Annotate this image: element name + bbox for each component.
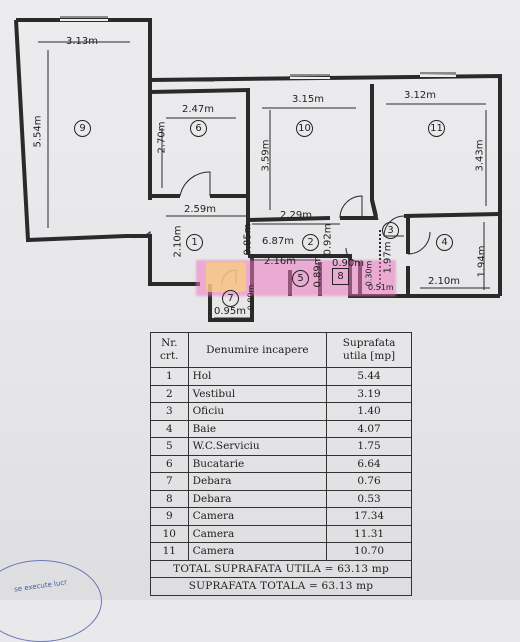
dim-label-room6-width: 2.47m <box>182 104 215 115</box>
dim-label-090: 0.90m <box>332 258 365 269</box>
row-nr: 3 <box>150 402 189 421</box>
room-11-walls <box>370 199 501 218</box>
row-area: 1.40 <box>326 402 412 421</box>
row-nr: 6 <box>150 454 189 473</box>
row-name: Vestibul <box>187 384 328 403</box>
room-number-6: 6 <box>190 120 207 137</box>
room-number-5: 5 <box>292 270 309 287</box>
dim-label-089: 0.89m <box>312 255 324 288</box>
dim-label-080: 0.80m <box>246 284 256 311</box>
total-utila-row: TOTAL SUPRAFATA UTILA = 63.13 mp <box>150 559 412 578</box>
table-header-row: Nr. crt. Denumire incapere Suprafata uti… <box>150 332 412 368</box>
row-name: Debara <box>187 489 328 508</box>
row-area: 17.34 <box>326 507 412 526</box>
top-walls <box>149 73 502 296</box>
row-name: Camera <box>187 542 328 561</box>
row-name: Debara <box>187 472 328 491</box>
row-area: 6.64 <box>326 454 412 473</box>
room-number-4: 4 <box>436 234 453 251</box>
row-area: 10.70 <box>326 542 412 561</box>
room-number-9: 9 <box>74 120 91 137</box>
row-area: 0.53 <box>326 489 412 508</box>
row-name: Hol <box>187 367 328 386</box>
total-totala: SUPRAFATA TOTALA = 63.13 mp <box>150 577 412 596</box>
total-utila: TOTAL SUPRAFATA UTILA = 63.13 mp <box>150 559 412 578</box>
room-number-11: 11 <box>428 120 445 137</box>
row-area: 5.44 <box>326 367 412 386</box>
dim-label-corridor-width: 2.29m <box>280 210 313 221</box>
dim-label-hol-width: 2.59m <box>184 204 217 215</box>
stamp-seal <box>0 560 102 642</box>
dim-label-room11-height: 3.43m <box>474 139 486 172</box>
dim-label-194: 1.94m <box>476 245 488 278</box>
row-name: Baie <box>187 419 328 438</box>
dim-label-corridor-length: 6.87m <box>262 236 295 247</box>
row-nr: 4 <box>150 419 189 438</box>
row-area: 0.76 <box>326 472 412 491</box>
row-area: 3.19 <box>326 384 412 403</box>
dim-label-room9-height: 5.54m <box>32 115 44 148</box>
row-name: Oficiu <box>187 402 328 421</box>
row-nr: 9 <box>150 507 189 526</box>
header-suprafata: Suprafata utila [mp] <box>326 332 412 368</box>
row-name: Bucatarie <box>187 454 328 473</box>
row-nr: 7 <box>150 472 189 491</box>
room-number-8: 8 <box>332 268 349 285</box>
header-denumire: Denumire incapere <box>187 332 328 368</box>
dim-label-092: 0.92m <box>322 223 334 256</box>
dim-label-210: 2.10m <box>428 276 461 287</box>
dim-label-room11-width: 3.12m <box>404 90 437 101</box>
row-nr: 5 <box>150 437 189 456</box>
header-nr: Nr. crt. <box>150 332 189 368</box>
room-number-10: 10 <box>296 120 313 137</box>
dim-label-085: 0.85m <box>242 223 254 256</box>
row-nr: 10 <box>150 524 189 543</box>
row-name: Camera <box>187 524 328 543</box>
dim-label-room10-height: 3.59m <box>260 139 272 172</box>
dim-label-095: 0.95m <box>214 306 247 317</box>
dim-label-room9-width: 3.13m <box>66 36 99 47</box>
row-name: Camera <box>187 507 328 526</box>
room-number-3: 3 <box>382 222 399 239</box>
row-nr: 8 <box>150 489 189 508</box>
dim-label-room10-width: 3.15m <box>292 94 325 105</box>
room-number-7: 7 <box>222 290 239 307</box>
room-number-2: 2 <box>302 234 319 251</box>
dim-label-216: 2.16m <box>264 256 297 267</box>
row-nr: 1 <box>150 367 189 386</box>
dim-label-hol-height: 2.10m <box>172 225 184 258</box>
row-nr: 2 <box>150 384 189 403</box>
row-name: W.C.Serviciu <box>187 437 328 456</box>
room-number-1: 1 <box>186 234 203 251</box>
dim-label-197: 1.97m <box>382 241 394 274</box>
dim-label-room6-height: 2.70m <box>156 121 168 154</box>
row-nr: 11 <box>150 542 189 561</box>
row-area: 11.31 <box>326 524 412 543</box>
watermark-yellow <box>206 262 246 292</box>
dim-label-051: 0.51m <box>368 283 394 292</box>
row-area: 4.07 <box>326 419 412 438</box>
row-area: 1.75 <box>326 437 412 456</box>
total-totala-row: SUPRAFATA TOTALA = 63.13 mp <box>150 577 412 596</box>
area-table: Nr. crt. Denumire incapere Suprafata uti… <box>150 332 412 596</box>
